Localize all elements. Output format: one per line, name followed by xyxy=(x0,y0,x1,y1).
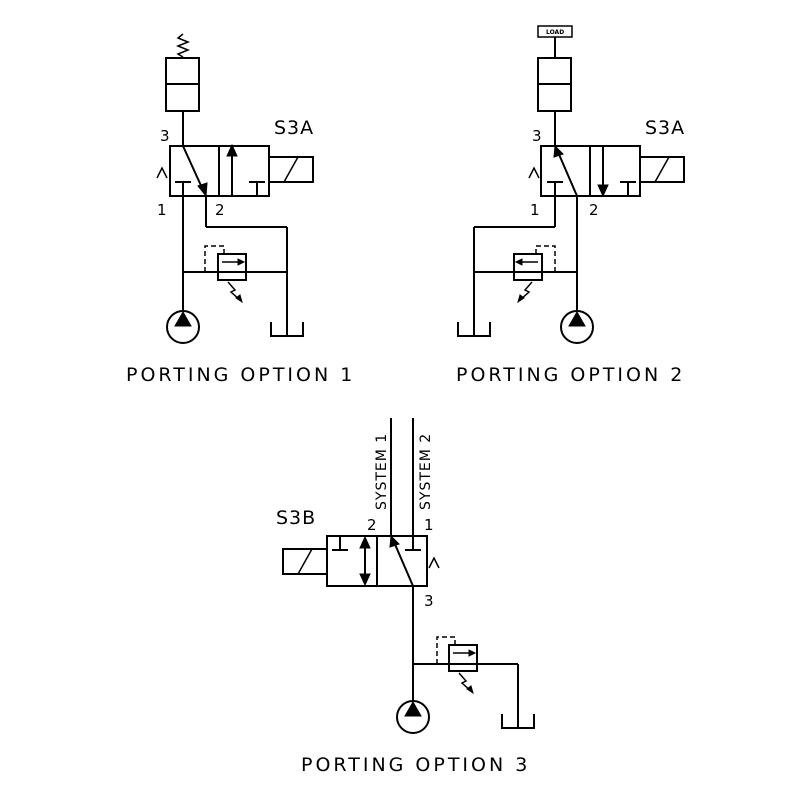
pump-icon xyxy=(166,310,200,344)
port-label-3: 3 xyxy=(160,127,170,145)
relief-valve-icon xyxy=(513,245,556,304)
spring-icon xyxy=(175,33,191,58)
port-label-1: 1 xyxy=(530,201,540,219)
tank-icon xyxy=(501,714,535,729)
pump-icon xyxy=(396,700,430,734)
pump-icon xyxy=(560,310,594,344)
system-2-label: SYSTEM 2 xyxy=(418,433,434,510)
solenoid-icon xyxy=(282,548,328,575)
valve-label: S3B xyxy=(276,507,316,529)
caption-option-3: PORTING OPTION 3 xyxy=(301,754,530,776)
valve-body xyxy=(326,534,440,587)
relief-valve-icon xyxy=(436,636,478,695)
port-label-2: 2 xyxy=(215,201,225,219)
caption-option-2: PORTING OPTION 2 xyxy=(456,364,685,386)
valve-label: S3A xyxy=(274,117,314,139)
tank-icon xyxy=(270,322,304,337)
port-label-3: 3 xyxy=(532,127,542,145)
port-label-2: 2 xyxy=(589,201,599,219)
valve-body xyxy=(156,143,270,198)
relief-valve-icon xyxy=(204,245,247,304)
porting-option-1: 3 1 2 S3A PORTING OPTION 1 xyxy=(126,33,355,386)
load-icon: LOAD xyxy=(537,25,573,38)
caption-option-1: PORTING OPTION 1 xyxy=(126,364,355,386)
porting-option-3: SYSTEM 1 SYSTEM 2 xyxy=(276,418,535,776)
port-label-1: 1 xyxy=(157,201,167,219)
load-label: LOAD xyxy=(546,29,564,36)
port-label-3: 3 xyxy=(424,592,434,610)
port-label-1: 1 xyxy=(424,516,434,534)
system-1-label: SYSTEM 1 xyxy=(374,433,390,510)
valve-body xyxy=(528,144,641,198)
porting-option-2: LOAD xyxy=(456,25,685,386)
solenoid-icon xyxy=(268,156,314,183)
tank-icon xyxy=(457,322,491,337)
port-label-2: 2 xyxy=(367,516,377,534)
solenoid-icon xyxy=(639,156,685,183)
valve-label: S3A xyxy=(645,117,685,139)
